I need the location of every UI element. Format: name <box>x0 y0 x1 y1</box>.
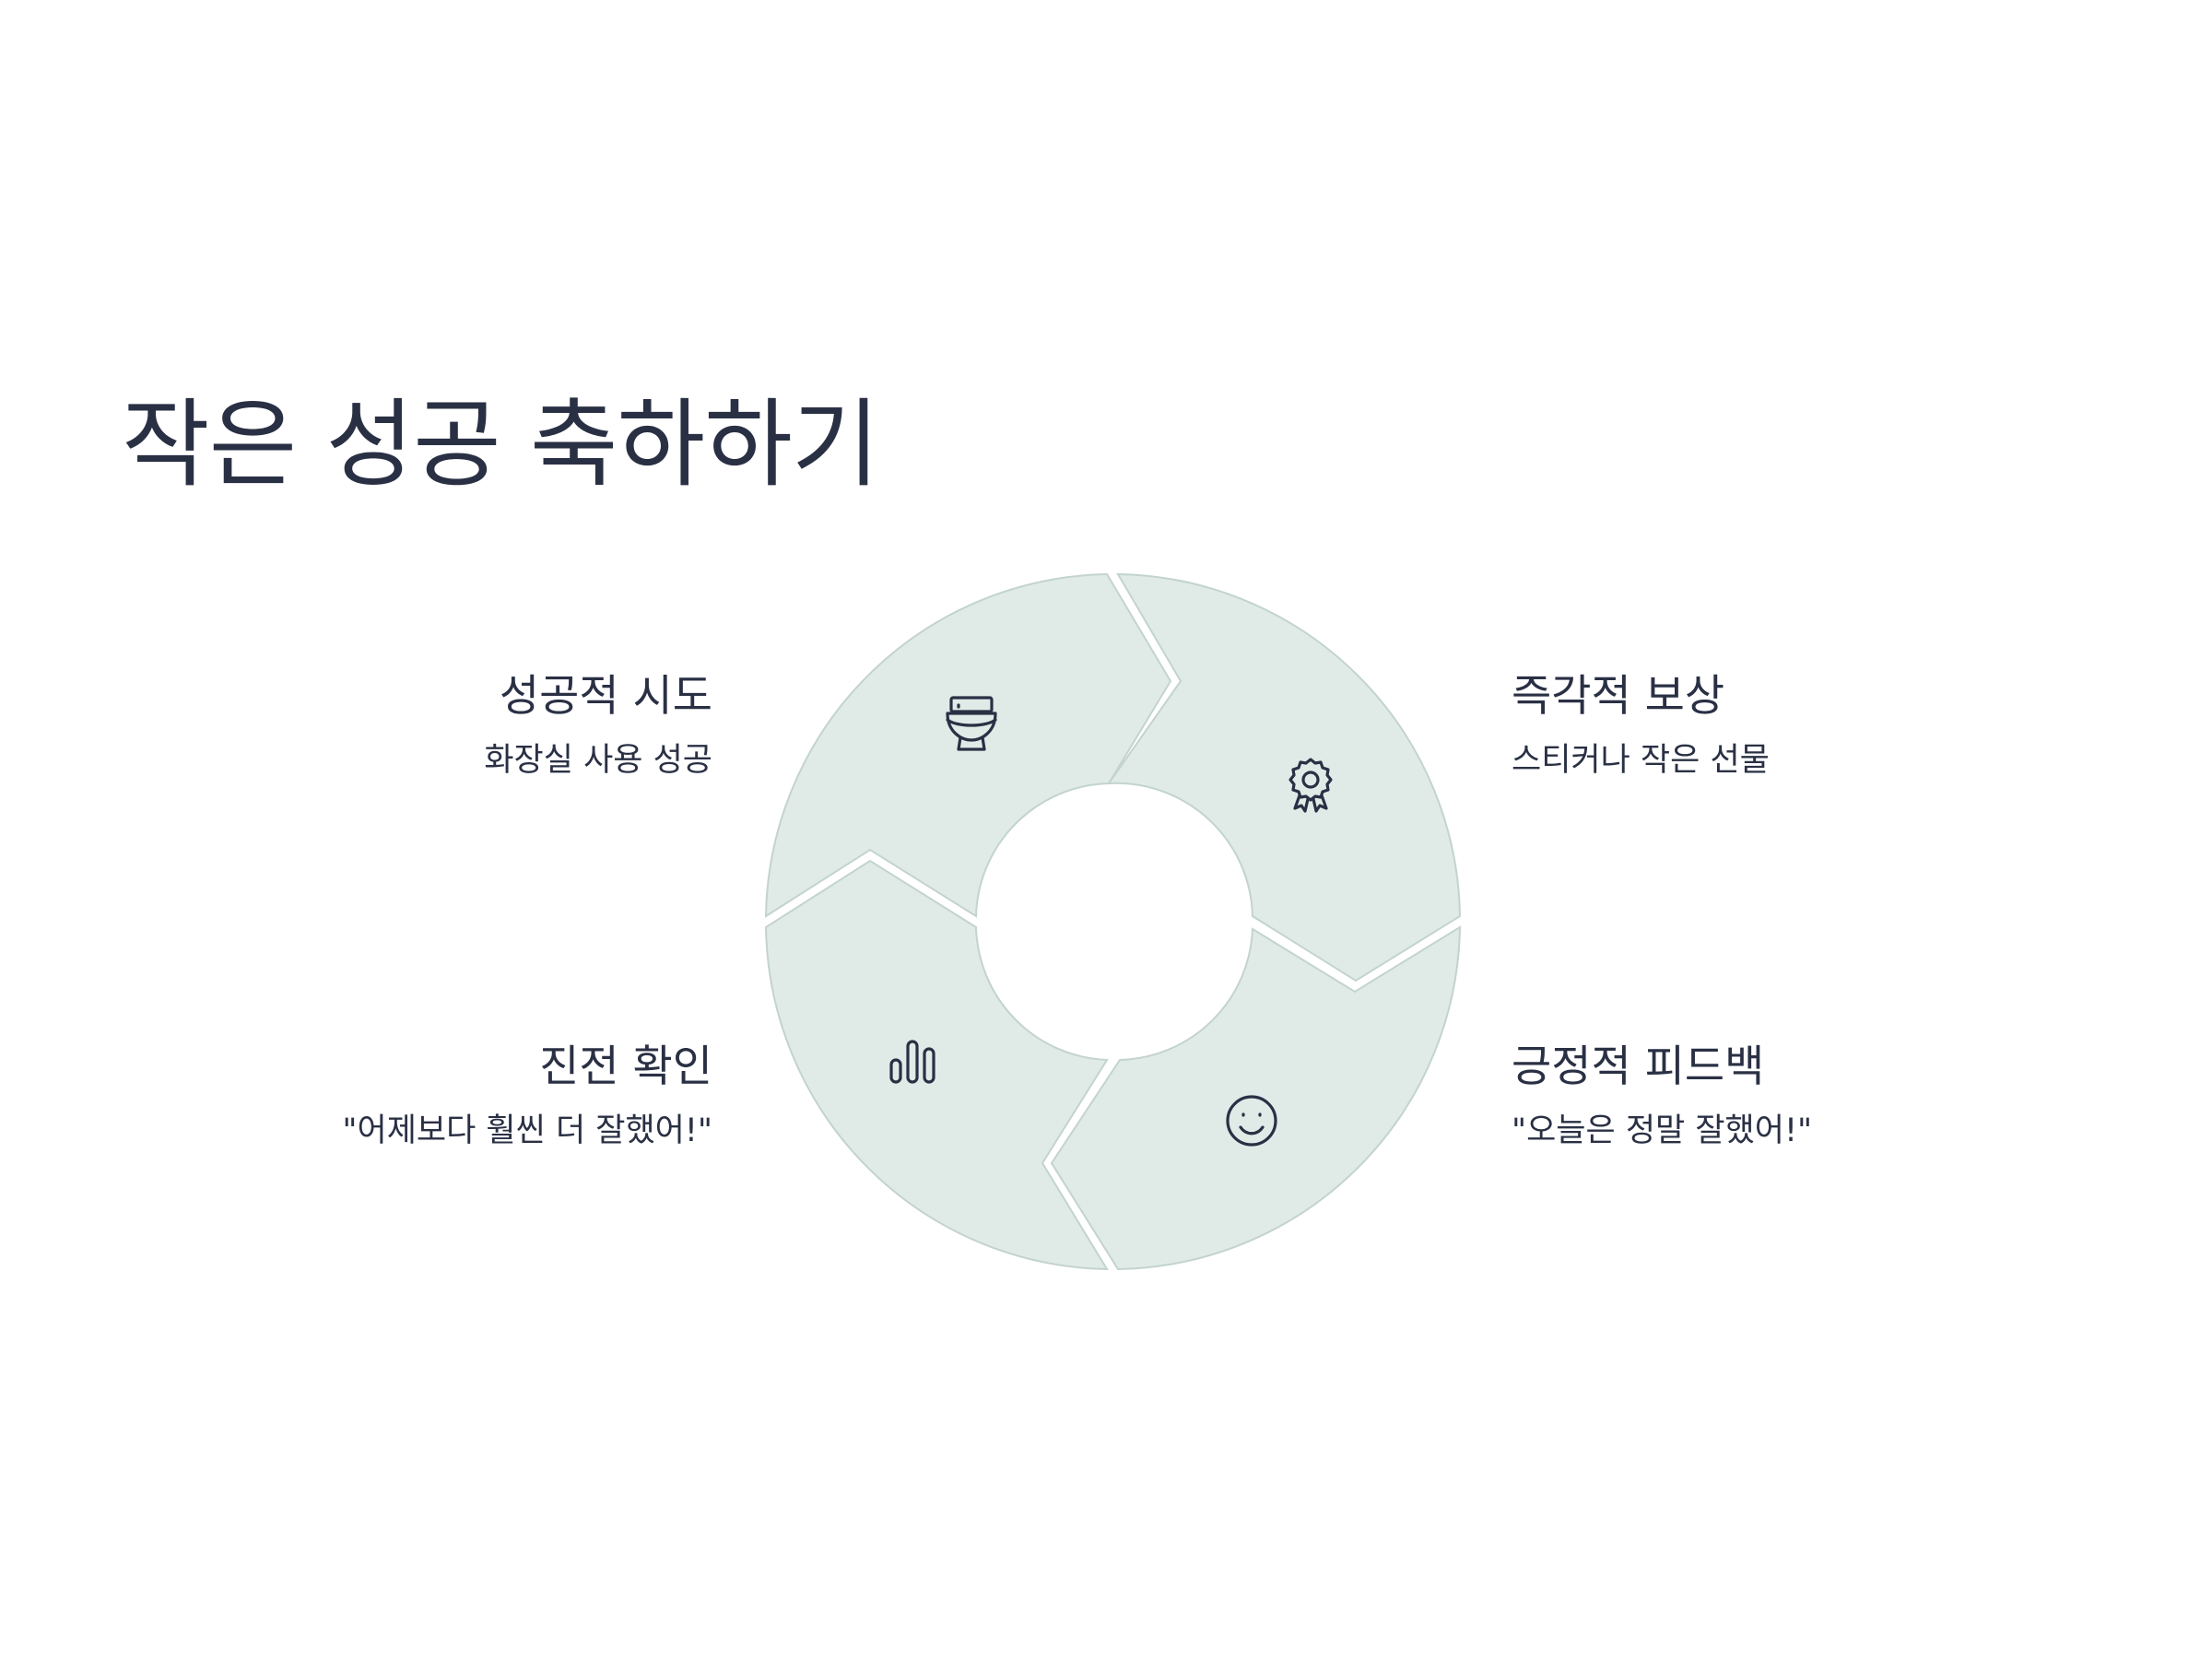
step-label-instant-reward: 즉각적 보상 스티커나 작은 선물 <box>1512 669 1770 782</box>
step-label-successful-attempt: 성공적 시도 화장실 사용 성공 <box>484 669 712 782</box>
cycle-segment-instant-reward <box>1106 572 1462 982</box>
step-description: "어제보다 훨씬 더 잘했어!" <box>342 1112 712 1149</box>
step-description: "오늘은 정말 잘했어!" <box>1512 1112 1813 1149</box>
toilet-icon <box>946 696 997 751</box>
step-description: 화장실 사용 성공 <box>484 742 712 779</box>
step-description: 스티커나 작은 선물 <box>1512 742 1770 779</box>
bar-chart-icon <box>889 1040 935 1084</box>
award-ribbon-icon <box>1288 758 1333 813</box>
smiley-face-icon <box>1226 1095 1277 1147</box>
cycle-segment-successful-attempt <box>764 572 1172 918</box>
cycle-segment-progress-check <box>764 859 1109 1271</box>
step-title: 긍정적 피드백 <box>1512 1041 1765 1092</box>
page-title: 작은 성공 축하하기 <box>122 388 880 500</box>
step-title: 성공적 시도 <box>499 671 712 722</box>
step-title: 즉각적 보상 <box>1512 671 1725 722</box>
step-title: 진전 확인 <box>539 1041 712 1092</box>
step-label-positive-feedback: 긍정적 피드백 "오늘은 정말 잘했어!" <box>1512 1040 1812 1152</box>
step-label-progress-check: 진전 확인 "어제보다 훨씬 더 잘했어!" <box>342 1040 712 1152</box>
